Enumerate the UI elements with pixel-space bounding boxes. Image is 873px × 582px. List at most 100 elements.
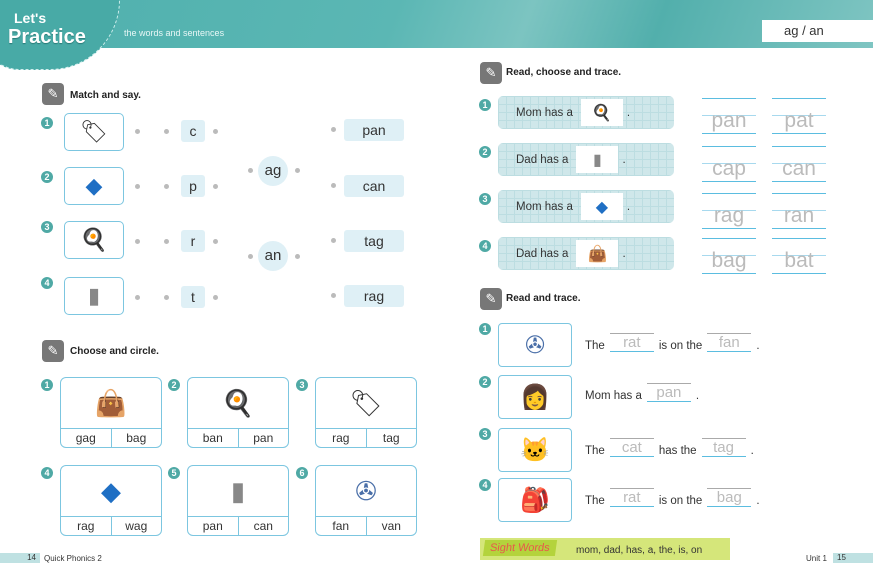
green-bag-picture: 👜 — [576, 240, 619, 267]
trace-word[interactable]: cap — [702, 146, 756, 182]
frying-pan-picture: 🍳 — [580, 99, 623, 126]
option[interactable]: wag — [125, 519, 148, 533]
trace-sentence: Mom has a pan. — [585, 383, 699, 402]
match-dot[interactable] — [164, 129, 169, 134]
match-dot[interactable] — [295, 254, 300, 259]
item-number: 1 — [41, 379, 53, 391]
match-dot[interactable] — [331, 238, 336, 243]
period: . — [626, 200, 631, 213]
luggage-tag-picture: 🏷 — [349, 387, 383, 418]
section-title-match: Match and say. — [70, 90, 141, 101]
match-dot[interactable] — [331, 183, 336, 188]
period: . — [622, 153, 626, 166]
trace-word[interactable]: bat — [772, 238, 826, 274]
letter-box: r — [181, 230, 205, 252]
text: . — [756, 495, 760, 507]
trace-blank[interactable]: cat — [609, 438, 654, 457]
match-dot[interactable] — [135, 295, 140, 300]
text: . — [695, 390, 700, 402]
trace-word[interactable]: ran — [772, 193, 826, 229]
trace-blank[interactable]: rat — [609, 488, 654, 507]
match-dot[interactable] — [213, 239, 218, 244]
section-title-choose: Choose and circle. — [70, 346, 159, 357]
item-number: 3 — [479, 428, 491, 440]
tin-can-picture: ▮ — [576, 146, 619, 173]
item-number: 4 — [479, 240, 491, 252]
blue-rag-picture: ◆ — [580, 193, 623, 220]
trace-word[interactable]: bag — [702, 238, 756, 274]
header-subtitle: the words and sentences — [124, 28, 225, 38]
match-dot[interactable] — [213, 129, 218, 134]
match-dot[interactable] — [331, 293, 336, 298]
sentence-box: Mom has a🍳. — [498, 96, 674, 129]
unit-title: Unit 1 — [806, 554, 827, 563]
trace-blank[interactable]: bag — [707, 488, 752, 507]
option[interactable]: bag — [126, 431, 147, 445]
text: is on the — [658, 340, 703, 352]
trace-word[interactable]: rag — [702, 193, 756, 229]
match-dot[interactable] — [213, 184, 218, 189]
trace-word[interactable]: pat — [772, 98, 826, 134]
sight-words-label: Sight Words — [482, 540, 557, 556]
option[interactable]: ban — [188, 429, 239, 447]
trace-word[interactable]: pan — [702, 98, 756, 134]
trace-blank[interactable]: pan — [646, 383, 691, 402]
electric-fan-picture: ✇ — [355, 475, 377, 506]
sentence-box: Dad has a▮. — [498, 143, 674, 176]
option[interactable]: fan — [316, 517, 367, 535]
option[interactable]: pan — [188, 517, 239, 535]
item-number: 2 — [479, 376, 491, 388]
option[interactable]: gag — [61, 429, 112, 447]
item-number: 2 — [168, 379, 180, 391]
sentence-text: Mom has a — [516, 200, 573, 213]
item-number: 5 — [168, 467, 180, 479]
match-dot[interactable] — [135, 129, 140, 134]
match-dot[interactable] — [135, 239, 140, 244]
item-number: 4 — [479, 479, 491, 491]
match-dot[interactable] — [164, 239, 169, 244]
match-dot[interactable] — [295, 168, 300, 173]
trace-blank[interactable]: tag — [701, 438, 746, 457]
trace-blank[interactable]: rat — [609, 333, 654, 352]
item-number: 1 — [41, 117, 53, 129]
match-dot[interactable] — [164, 184, 169, 189]
match-dot[interactable] — [331, 127, 336, 132]
text: Mom has a — [585, 390, 642, 402]
tin-can-picture: ▮ — [230, 475, 246, 506]
pencil-icon: ✎ — [480, 62, 502, 84]
item-number: 2 — [479, 146, 491, 158]
option[interactable]: tag — [382, 431, 400, 445]
match-dot[interactable] — [135, 184, 140, 189]
frying-pan-picture: 🍳 — [64, 221, 124, 259]
pencil-icon: ✎ — [480, 288, 502, 310]
match-dot[interactable] — [164, 295, 169, 300]
option[interactable]: rag — [61, 517, 112, 535]
trace-blank[interactable]: fan — [707, 333, 752, 352]
trace-word[interactable]: can — [772, 146, 826, 182]
match-dot[interactable] — [248, 168, 253, 173]
pencil-circle-icon: ✎ — [42, 340, 64, 362]
text: The — [585, 445, 605, 457]
luggage-tag-picture: 🏷 — [64, 113, 124, 151]
sentence-text: Dad has a — [516, 247, 569, 260]
frying-pan-picture: 🍳 — [221, 387, 255, 418]
option[interactable]: rag — [316, 429, 367, 447]
match-dot[interactable] — [213, 295, 218, 300]
item-number: 1 — [479, 323, 491, 335]
rat-on-bag-picture: 🎒 — [498, 478, 572, 522]
option[interactable]: pan — [253, 431, 274, 445]
item-number: 3 — [479, 193, 491, 205]
match-dot[interactable] — [248, 254, 253, 259]
text: . — [750, 445, 754, 457]
choice-card: 🏷 rag tag — [315, 377, 417, 448]
letter-box: t — [181, 286, 205, 308]
sentence-text: Mom has a — [516, 106, 573, 119]
item-number: 6 — [296, 467, 308, 479]
option[interactable]: can — [253, 519, 273, 533]
option[interactable]: van — [381, 519, 401, 533]
